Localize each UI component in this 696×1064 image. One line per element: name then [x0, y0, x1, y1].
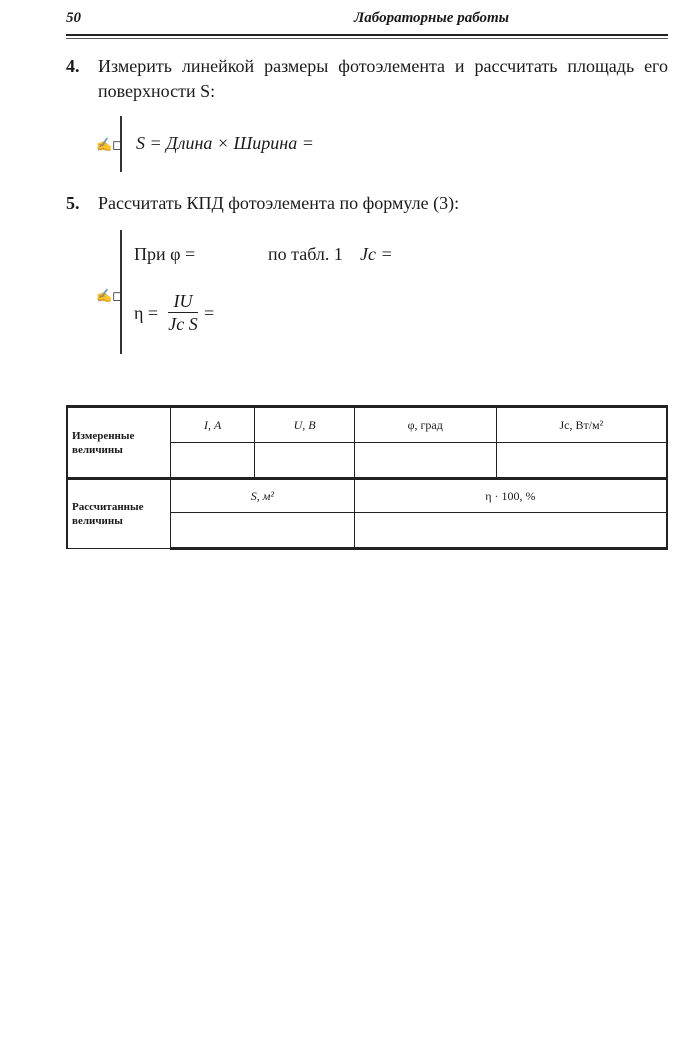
eta-lhs: η =: [134, 303, 159, 323]
task-5: 5. Рассчитать КПД фотоэлемента по формул…: [66, 191, 668, 217]
task-5-number: 5.: [66, 193, 80, 213]
table-ref: по табл. 1: [268, 244, 343, 264]
jc-label: Jc =: [360, 244, 393, 264]
cell-efficiency[interactable]: [353, 512, 668, 550]
page-header: 50 Лабораторные работы: [66, 10, 668, 32]
computed-label: Рассчитанные величины: [66, 477, 171, 549]
header-rule-thin: [66, 38, 668, 39]
cell-current[interactable]: [169, 442, 256, 479]
cell-angle[interactable]: [353, 442, 497, 479]
task-4: 4. Измерить линейкой размеры фотоэлемент…: [66, 54, 668, 106]
task-4-bracket: [120, 116, 122, 172]
area-formula: S = Длина × Ширина =: [136, 133, 314, 153]
cell-area[interactable]: [170, 512, 355, 550]
pencil-icon: ✍◻: [96, 288, 123, 303]
phi-label: При φ =: [134, 244, 196, 264]
fraction-numerator: IU: [173, 291, 193, 311]
header-rule-thick: [66, 34, 668, 36]
col-efficiency: η · 100, %: [353, 477, 668, 513]
fraction-line: [168, 312, 198, 313]
eta-rhs: =: [204, 303, 215, 323]
page-number: 50: [66, 10, 81, 26]
task-5-bracket: [120, 230, 122, 354]
results-table: Измеренные величины I, А U, В φ, град Jc…: [66, 405, 668, 550]
measured-label: Измеренные величины: [66, 405, 171, 479]
task-5-text: Рассчитать КПД фотоэлемента по формуле (…: [98, 193, 460, 213]
fraction-denominator: Jc S: [168, 314, 198, 334]
cell-voltage[interactable]: [254, 442, 355, 479]
col-irradiance: Jc, Вт/м²: [495, 405, 668, 443]
col-current: I, А: [169, 405, 256, 443]
task-4-number: 4.: [66, 56, 80, 76]
efficiency-fraction: IU Jc S: [168, 291, 198, 334]
col-voltage: U, В: [254, 405, 355, 443]
running-title: Лабораторные работы: [354, 10, 510, 26]
pencil-icon: ✍◻: [96, 137, 123, 152]
col-area: S, м²: [170, 477, 355, 513]
cell-irradiance[interactable]: [495, 442, 668, 479]
task-4-text: Измерить линейкой размеры фотоэлемента и…: [98, 56, 668, 101]
col-angle: φ, град: [353, 405, 497, 443]
